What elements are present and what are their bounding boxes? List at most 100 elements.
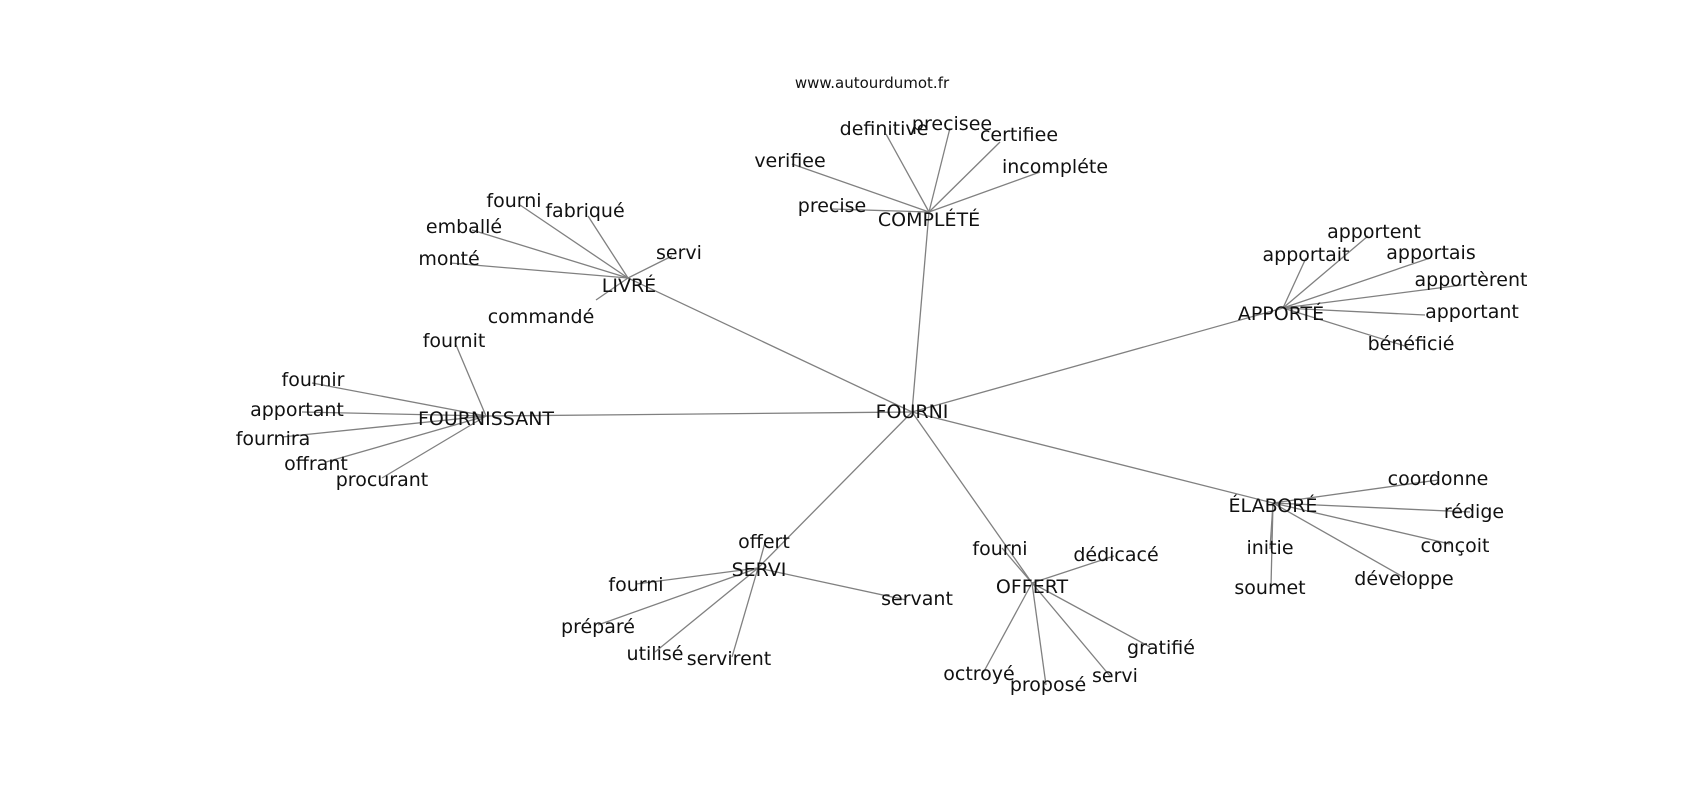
edge-complete-leaf	[885, 133, 930, 213]
leaf-node-label: bénéficié	[1368, 333, 1455, 355]
leaf-node-label: commandé	[488, 306, 595, 328]
leaf-node-label: fourni	[972, 538, 1027, 560]
edge-center-complete	[911, 211, 930, 413]
edge-livre-leaf	[449, 262, 629, 279]
leaf-node-label: apportais	[1386, 242, 1475, 264]
leaf-node-label: servi	[1092, 665, 1138, 687]
leaf-node-label: servirent	[687, 648, 772, 670]
edges-layer	[281, 127, 1471, 686]
edge-fournissant-leaf	[281, 415, 487, 438]
edge-complete-leaf	[928, 171, 1041, 213]
leaf-node-label: coordonne	[1388, 468, 1489, 490]
leaf-node-label: initie	[1246, 537, 1293, 559]
leaf-node-label: préparé	[561, 616, 635, 638]
edge-offert-leaf	[981, 582, 1033, 676]
leaf-node-label: incompléte	[1002, 156, 1108, 178]
edge-apporte-leaf	[1282, 257, 1431, 309]
leaf-node-label: fabriqué	[545, 200, 624, 222]
leaf-node-label: servant	[881, 588, 953, 610]
leaf-node-label: octroyé	[943, 663, 1014, 685]
leaf-node-label: développe	[1354, 568, 1453, 590]
leaf-node-label: offrant	[284, 453, 348, 475]
source-url: www.autourdumot.fr	[795, 74, 950, 92]
edge-apporte-leaf	[1282, 235, 1369, 309]
edge-center-elabore	[911, 411, 1274, 504]
edge-servi-leaf	[757, 538, 767, 569]
hub-node-label-livre: LIVRÉ	[602, 274, 656, 297]
leaf-node-label: verifiee	[754, 150, 825, 172]
edge-livre-leaf	[587, 215, 629, 279]
leaf-node-label: definitive	[840, 118, 929, 140]
hub-node-label-elabore: ÉLABORÉ	[1229, 494, 1318, 517]
leaf-node-label: apportait	[1262, 244, 1349, 266]
leaf-node-label: apportant	[1425, 301, 1519, 323]
leaf-node-label: monté	[418, 248, 479, 270]
edge-apporte-leaf	[1282, 307, 1426, 316]
edge-complete-leaf	[928, 127, 951, 213]
edge-elabore-leaf	[1272, 502, 1451, 545]
edge-complete-leaf	[831, 208, 930, 213]
edge-servi-leaf	[654, 567, 759, 653]
edge-fournissant-leaf	[301, 411, 487, 417]
edge-fournissant-leaf	[381, 415, 487, 479]
leaf-node-label: fourni	[486, 190, 541, 212]
edge-livre-leaf	[627, 255, 673, 279]
edge-servi-leaf	[635, 567, 759, 585]
edge-fournissant-leaf	[325, 415, 487, 463]
edge-center-servi	[757, 411, 913, 569]
edge-center-apporte	[911, 307, 1284, 413]
hub-node-label-servi: SERVI	[732, 559, 787, 581]
edge-servi-leaf	[597, 567, 759, 626]
leaf-node-label: offert	[738, 531, 790, 553]
leaf-node-label: certifiee	[980, 124, 1058, 146]
hub-node-label-complete: COMPLÉTÉ	[878, 208, 980, 231]
leaf-node-label: apportent	[1327, 221, 1421, 243]
edge-servi-leaf	[757, 567, 907, 601]
edge-offert-leaf	[1001, 547, 1033, 584]
hub-node-label-fournissant: FOURNISSANT	[418, 408, 554, 430]
leaf-node-label: proposé	[1010, 674, 1086, 696]
leaf-node-label: fournit	[423, 330, 486, 352]
edge-apporte-leaf	[1282, 257, 1307, 309]
leaf-node-label: utilisé	[627, 643, 684, 665]
leaf-node-label: fournir	[282, 369, 345, 391]
edge-servi-leaf	[731, 567, 759, 658]
leaf-node-label: fournira	[236, 428, 311, 450]
leaf-node-label: rédige	[1444, 501, 1504, 523]
edge-fournissant-leaf	[455, 344, 487, 417]
leaf-node-label: servi	[656, 242, 702, 264]
center-node-label: FOURNI	[876, 401, 949, 423]
edge-elabore-leaf	[1272, 502, 1406, 579]
edge-apporte-leaf	[1282, 307, 1409, 348]
edge-fournissant-leaf	[311, 382, 487, 417]
edge-complete-leaf	[928, 141, 1001, 213]
edge-livre-leaf	[471, 229, 629, 279]
edge-elabore-leaf	[1270, 502, 1274, 587]
hub-node-label-apporte: APPORTÉ	[1238, 302, 1324, 325]
edge-center-fournissant	[485, 411, 913, 417]
labels-layer: www.autourdumot.fr FOURNI COMPLÉTÉ verifie…	[236, 74, 1528, 696]
edge-complete-leaf	[791, 163, 930, 213]
hub-node-label-offert: OFFERT	[996, 576, 1069, 598]
edge-offert-leaf	[1031, 582, 1111, 677]
leaf-node-label: fourni	[608, 574, 663, 596]
leaf-node-label: soumet	[1234, 577, 1305, 599]
leaf-node-label: gratifié	[1127, 637, 1195, 659]
leaf-node-label: conçoit	[1421, 535, 1490, 557]
leaf-node-label: precisee	[912, 113, 992, 135]
edge-apporte-leaf	[1282, 284, 1463, 309]
edge-elabore-leaf	[1272, 479, 1439, 504]
edge-center-livre	[627, 277, 913, 413]
edge-livre-leaf	[519, 204, 629, 279]
edge-livre-leaf	[595, 277, 629, 301]
edge-elabore-leaf	[1272, 502, 1471, 513]
leaf-node-label: dédicacé	[1073, 544, 1158, 566]
edge-offert-leaf	[1031, 555, 1115, 584]
leaf-node-label: apportèrent	[1415, 269, 1528, 291]
edge-center-offert	[911, 411, 1033, 584]
edge-offert-leaf	[1031, 582, 1047, 686]
leaf-node-label: emballé	[426, 216, 502, 238]
leaf-node-label: apportant	[250, 399, 344, 421]
leaf-node-label: procurant	[336, 469, 429, 491]
